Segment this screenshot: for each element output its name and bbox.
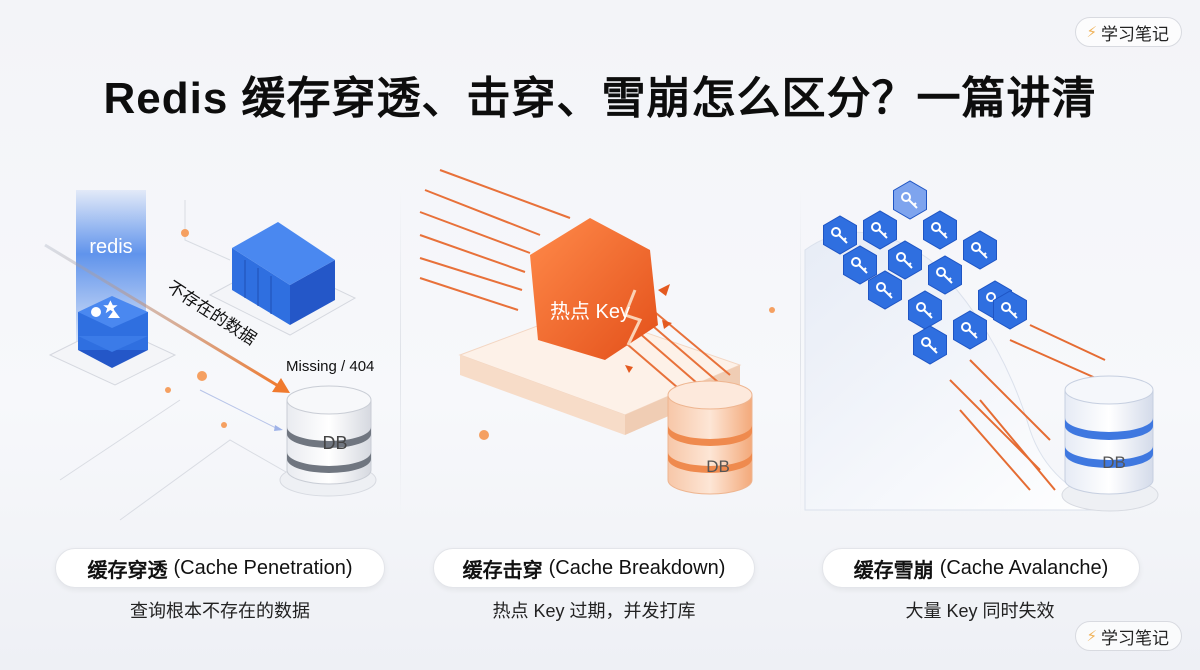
- redis-stack-icon: [78, 296, 148, 368]
- key-hexagon-icon: [863, 210, 897, 250]
- watermark-label: 学习笔记: [1101, 628, 1169, 648]
- breakdown-subtitle: 热点 Key 过期，并发打库: [492, 601, 696, 621]
- request-arrows: [949, 324, 1106, 491]
- key-hexagon-icon: [993, 290, 1027, 330]
- lightning-icon: ⚡: [1086, 24, 1097, 41]
- db-label: DB: [1102, 453, 1126, 472]
- database-icon: [279, 385, 377, 497]
- penetration-subtitle: 查询根本不存在的数据: [130, 601, 310, 621]
- key-hexagon-icon: [868, 270, 902, 310]
- hot-key-block: [530, 218, 672, 373]
- arrow-head-icon: [272, 378, 290, 393]
- key-hexagon-icon: [843, 245, 877, 285]
- term-cn: 缓存击穿: [462, 559, 543, 582]
- penetration-title-pill: 缓存穿透(Cache Penetration): [55, 548, 385, 588]
- watermark-badge-top: ⚡ 学习笔记: [1075, 17, 1182, 47]
- watermark-label: 学习笔记: [1101, 24, 1169, 44]
- divider: [800, 190, 801, 520]
- term-cn: 缓存穿透: [87, 559, 168, 582]
- redis-label: redis: [89, 236, 132, 258]
- key-hexagon-icon: [913, 325, 947, 365]
- avalanche-subtitle: 大量 Key 同时失效: [905, 601, 1055, 621]
- key-hexagon-icon: [953, 310, 987, 350]
- penetration-illustration: redis 不存在的数据 Missing / 404: [0, 150, 400, 550]
- db-label: DB: [322, 433, 347, 453]
- key-hexagon-icon: [888, 240, 922, 280]
- avalanche-title-pill: 缓存雪崩(Cache Avalanche): [822, 548, 1140, 588]
- watermark-badge-bottom: ⚡ 学习笔记: [1075, 621, 1182, 651]
- storage-container-icon: [232, 222, 335, 325]
- database-icon: [1061, 375, 1159, 512]
- db-label: DB: [706, 457, 730, 476]
- key-hexagon-icon: [963, 230, 997, 270]
- db-note: Missing / 404: [286, 358, 374, 375]
- lightning-icon: ⚡: [1086, 628, 1097, 645]
- key-hexagon-icon: [893, 180, 927, 220]
- divider: [400, 190, 401, 520]
- hot-key-label: 热点 Key: [550, 300, 630, 323]
- key-hexagon-icon: [823, 215, 857, 255]
- breakdown-title-pill: 缓存击穿(Cache Breakdown): [433, 548, 755, 588]
- term-en: (Cache Penetration): [173, 556, 353, 579]
- avalanche-illustration: DB: [800, 150, 1200, 550]
- page-title: Redis 缓存穿透、击穿、雪崩怎么区分？一篇讲清: [103, 74, 1097, 123]
- term-en: (Cache Breakdown): [548, 556, 726, 579]
- key-hexagon-icon: [923, 210, 957, 250]
- database-icon: [667, 380, 753, 495]
- breakdown-illustration: 热点 Key DB: [400, 150, 800, 550]
- key-hexagon-icon: [928, 255, 962, 295]
- term-cn: 缓存雪崩: [853, 559, 934, 582]
- key-hexagons: [823, 180, 1027, 365]
- term-en: (Cache Avalanche): [939, 556, 1109, 579]
